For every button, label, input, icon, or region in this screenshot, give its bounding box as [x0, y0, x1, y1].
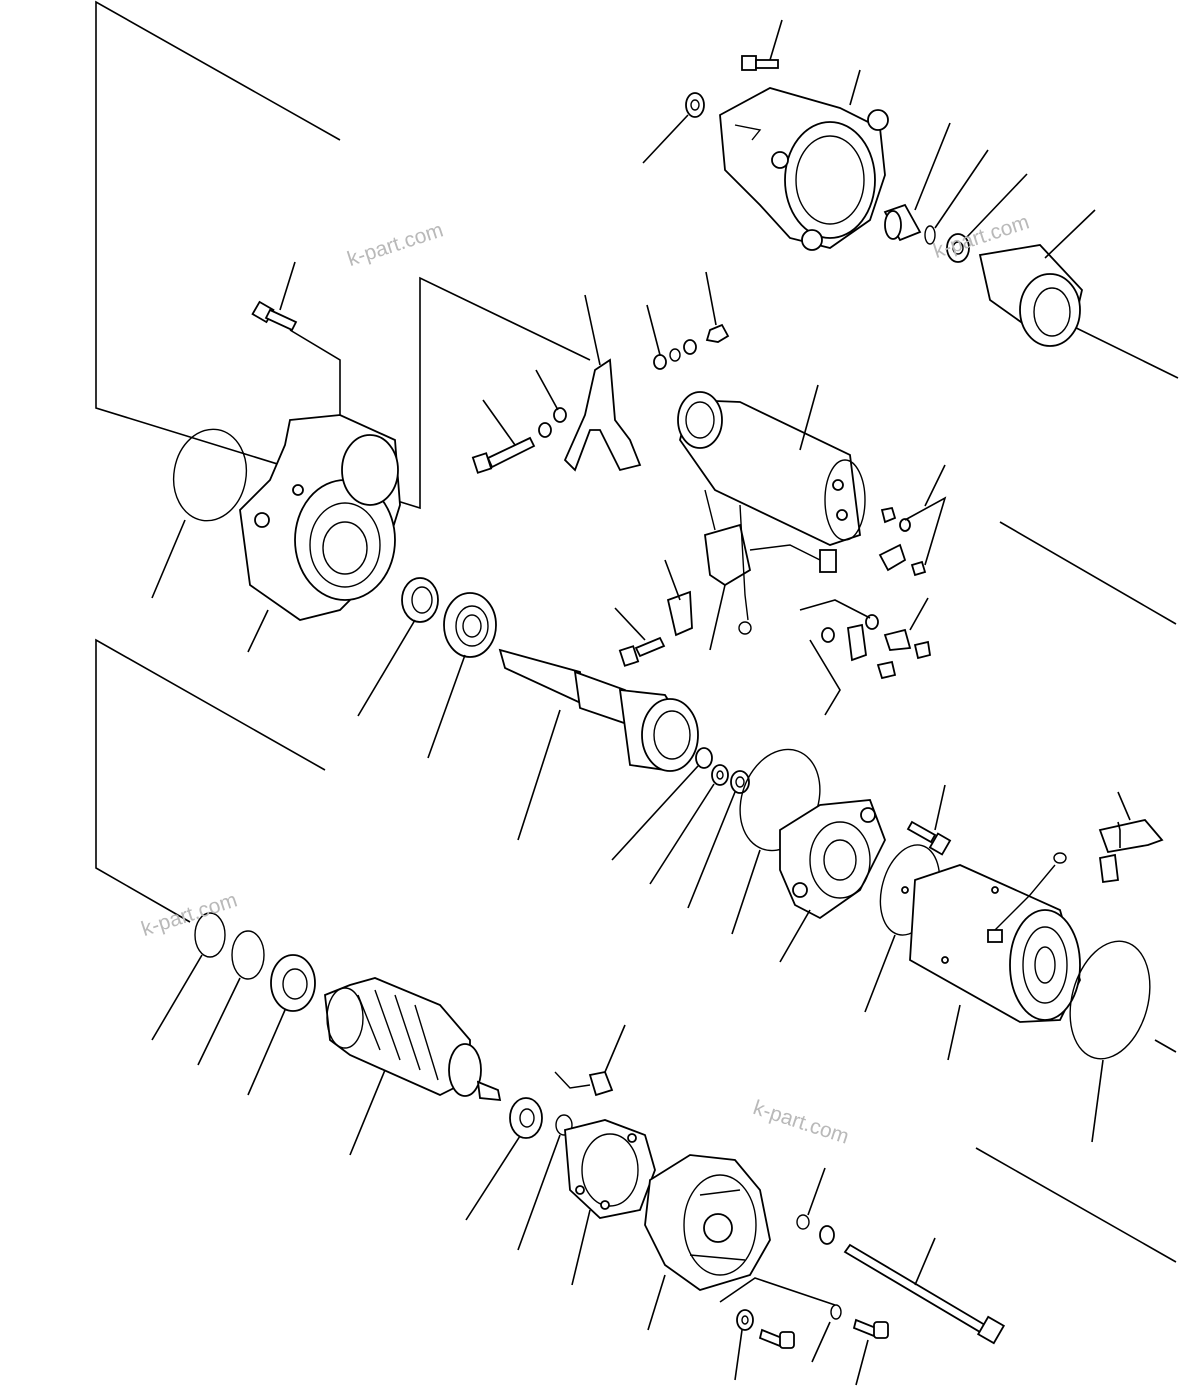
thrust-washers	[611, 747, 750, 909]
rear-cover	[644, 1154, 771, 1331]
lever-bolt	[471, 399, 536, 474]
bracket-bolt	[906, 784, 952, 856]
armature	[324, 977, 502, 1156]
housing-bolt-top	[741, 19, 783, 71]
bearing-rear-left	[247, 954, 316, 1096]
yoke-assembly	[901, 852, 1081, 1061]
solenoid	[677, 384, 866, 546]
rear-washers	[719, 1167, 842, 1381]
o-ring-right	[1069, 940, 1151, 1143]
gear-housing	[239, 414, 401, 653]
terminal-hardware	[799, 597, 932, 716]
small-gear	[946, 173, 1028, 263]
drive-shaft	[498, 648, 699, 841]
terminal-nuts	[878, 464, 947, 577]
lever-washers	[535, 271, 730, 438]
bearing-left	[427, 592, 497, 759]
through-bolt	[843, 1237, 1006, 1345]
shift-lever	[563, 294, 642, 472]
clip	[517, 1114, 573, 1251]
magnetic-switch	[704, 489, 837, 651]
front-housing	[719, 87, 889, 251]
snap-ring	[924, 149, 989, 245]
pinion-clutch	[978, 209, 1096, 347]
bearing-rear	[465, 1097, 543, 1221]
snap-rings-left	[151, 912, 265, 1066]
terminal-tag	[1098, 791, 1164, 884]
bushing-left	[357, 577, 439, 717]
o-ring-large	[151, 428, 248, 599]
leader-housing	[849, 69, 861, 106]
brush-holder	[564, 1119, 656, 1286]
frame-lines	[95, 0, 1179, 1263]
switch-bolt	[614, 607, 666, 667]
rear-screws	[758, 1318, 889, 1386]
housing-bolt-left	[251, 261, 341, 415]
washer-top	[642, 92, 705, 164]
center-bracket	[779, 799, 886, 963]
bushing	[883, 122, 951, 242]
brush	[554, 1024, 626, 1097]
bracket-plate	[664, 559, 693, 637]
